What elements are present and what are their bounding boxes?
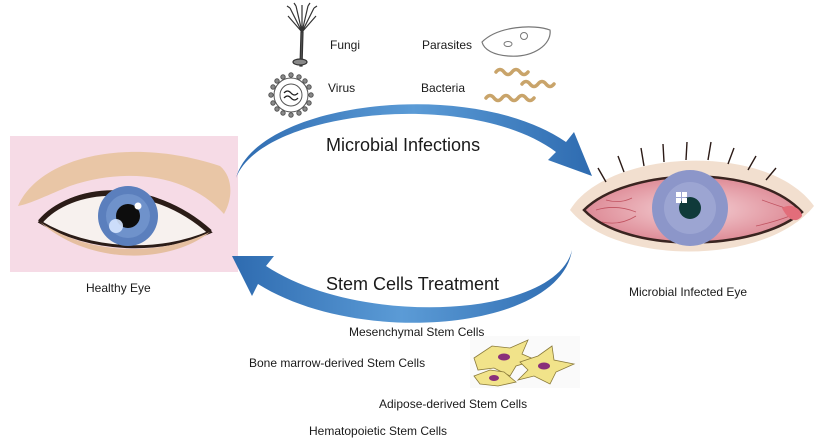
- hematopoietic-label: Hematopoietic Stem Cells: [309, 424, 448, 438]
- healthy-eye-image: [10, 136, 238, 272]
- infected-eye-image: [570, 141, 814, 252]
- stem-cells-treatment-label: Stem Cells Treatment: [326, 274, 500, 294]
- virus-label: Virus: [328, 81, 356, 95]
- microbial-infections-label: Microbial Infections: [326, 135, 481, 155]
- adipose-label: Adipose-derived Stem Cells: [379, 397, 528, 411]
- parasite-icon: [481, 26, 551, 57]
- fungi-icon: [286, 2, 318, 67]
- fungi-label: Fungi: [330, 38, 361, 52]
- mesenchymal-label: Mesenchymal Stem Cells: [349, 325, 485, 339]
- bacteria-label: Bacteria: [421, 81, 466, 95]
- stem-cells-image: [470, 336, 580, 388]
- parasites-label: Parasites: [422, 38, 473, 52]
- healthy-eye-label: Healthy Eye: [86, 281, 151, 295]
- virus-icon: [268, 72, 314, 118]
- bone-marrow-label: Bone marrow-derived Stem Cells: [249, 356, 426, 370]
- infected-eye-label: Microbial Infected Eye: [629, 285, 748, 299]
- bacteria-icon: [484, 67, 556, 103]
